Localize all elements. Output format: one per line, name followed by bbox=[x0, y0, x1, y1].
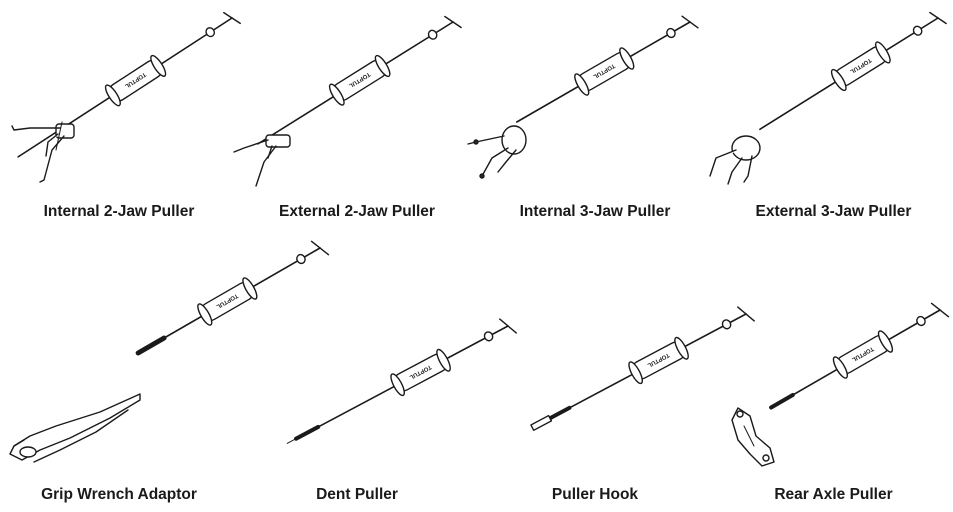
axle-flange-adaptor bbox=[731, 407, 775, 467]
slide-hammer: TOPTUL bbox=[17, 11, 241, 158]
rear-axle-puller-illustration: TOPTUL bbox=[731, 302, 950, 467]
tool-label: Grip Wrench Adaptor bbox=[41, 486, 197, 503]
tool-panel-internal-2-jaw: TOPTUL Internal 2-Jaw Puller bbox=[0, 0, 241, 240]
slide-hammer: TOPTUL bbox=[515, 15, 699, 123]
grip-wrench-adaptor-illustration: TOPTUL bbox=[9, 240, 330, 463]
tool-panel-puller-hook: TOPTUL Puller Hook bbox=[476, 240, 755, 512]
slide-hammer: TOPTUL bbox=[286, 318, 517, 444]
slide-hammer: TOPTUL bbox=[769, 302, 950, 410]
jaw-attachment bbox=[467, 125, 527, 179]
tool-panel-external-3-jaw: TOPTUL External 3-Jaw Puller bbox=[709, 0, 953, 240]
slide-hammer: TOPTUL bbox=[530, 306, 755, 431]
puller-hook-illustration: TOPTUL bbox=[530, 306, 755, 431]
tool-label: Dent Puller bbox=[316, 486, 398, 503]
tool-label: Rear Axle Puller bbox=[774, 486, 893, 503]
tool-panel-dent-puller: TOPTUL Dent Puller bbox=[238, 240, 517, 512]
external-2-jaw-puller-illustration: TOPTUL bbox=[233, 15, 462, 187]
tool-label: Puller Hook bbox=[551, 486, 639, 503]
tool-panel-internal-3-jaw: TOPTUL Internal 3-Jaw Puller bbox=[467, 0, 714, 240]
jaw-attachment bbox=[709, 135, 761, 185]
tool-label: Internal 3-Jaw Puller bbox=[519, 203, 671, 220]
tool-label: External 2-Jaw Puller bbox=[279, 203, 435, 220]
jaw-attachment bbox=[233, 134, 291, 187]
slide-hammer: TOPTUL bbox=[135, 240, 330, 356]
tool-panel-grip-wrench-adaptor: TOPTUL Grip Wrench Adaptor bbox=[0, 240, 330, 512]
external-3-jaw-puller-illustration: TOPTUL bbox=[709, 11, 947, 185]
tool-panel-rear-axle-puller: TOPTUL Rear Axle Puller bbox=[714, 240, 953, 512]
internal-2-jaw-puller-illustration: TOPTUL bbox=[11, 11, 241, 183]
tool-panel-external-2-jaw: TOPTUL External 2-Jaw Puller bbox=[233, 0, 476, 240]
slide-hammer: TOPTUL bbox=[759, 11, 947, 131]
internal-3-jaw-puller-illustration: TOPTUL bbox=[467, 15, 699, 179]
tool-label: Internal 2-Jaw Puller bbox=[43, 203, 195, 220]
jaw-attachment bbox=[11, 121, 75, 183]
tool-label: External 3-Jaw Puller bbox=[755, 203, 912, 220]
slide-hammer: TOPTUL bbox=[257, 15, 462, 145]
locking-plier bbox=[9, 393, 141, 463]
dent-puller-illustration: TOPTUL bbox=[286, 318, 517, 444]
